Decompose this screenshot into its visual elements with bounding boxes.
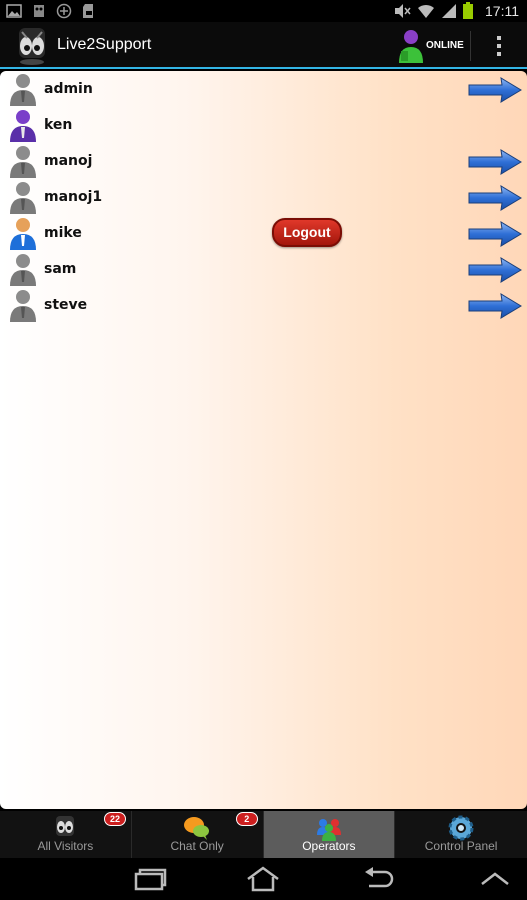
signal-icon bbox=[442, 3, 456, 18]
tab-label: Control Panel bbox=[424, 839, 498, 853]
app-logo-icon bbox=[19, 28, 45, 65]
arrow-right-icon[interactable] bbox=[468, 185, 522, 211]
operator-name: ken bbox=[44, 117, 73, 133]
operator-row[interactable]: sam bbox=[0, 251, 527, 287]
chat-bubbles-icon bbox=[184, 817, 210, 840]
operator-name: admin bbox=[44, 81, 93, 97]
operator-row[interactable]: ken bbox=[0, 107, 527, 143]
battery-icon bbox=[463, 2, 473, 19]
status-bar: 17:11 bbox=[0, 0, 527, 22]
tab-all-visitors[interactable]: 22 All Visitors bbox=[0, 811, 132, 858]
overflow-menu-icon[interactable] bbox=[492, 34, 506, 58]
operator-list-panel: admin ken manoj manoj1 mike sam steve Logout bbox=[0, 71, 527, 809]
operator-name: manoj1 bbox=[44, 189, 103, 205]
operator-name: sam bbox=[44, 261, 77, 277]
visitors-icon bbox=[56, 816, 75, 836]
chevron-up-icon[interactable] bbox=[478, 866, 512, 892]
operator-list: admin ken manoj manoj1 mike sam steve bbox=[0, 71, 527, 323]
operator-avatar-icon bbox=[10, 146, 36, 178]
operator-avatar-icon bbox=[10, 182, 36, 214]
arrow-right-icon[interactable] bbox=[468, 257, 522, 283]
tab-control-panel[interactable]: Control Panel bbox=[395, 811, 527, 858]
tab-label: Operators bbox=[302, 839, 356, 853]
operator-avatar-icon bbox=[10, 218, 36, 250]
operator-row[interactable]: manoj1 bbox=[0, 179, 527, 215]
visitors-count-badge: 22 bbox=[104, 812, 127, 826]
action-bar-divider bbox=[470, 31, 471, 61]
sd-card-icon bbox=[83, 4, 93, 18]
operator-name: steve bbox=[44, 297, 88, 313]
operators-icon bbox=[316, 819, 341, 841]
app-notification-icon bbox=[34, 5, 44, 17]
logout-button[interactable]: Logout bbox=[272, 218, 342, 247]
tab-label: All Visitors bbox=[37, 839, 94, 853]
operator-avatar-icon bbox=[10, 74, 36, 106]
back-icon[interactable] bbox=[361, 866, 395, 892]
operator-row[interactable]: steve bbox=[0, 287, 527, 323]
app-title: Live2Support bbox=[57, 36, 152, 53]
operator-name: mike bbox=[44, 225, 82, 241]
system-icons: 17:11 bbox=[393, 2, 519, 19]
add-circle-icon bbox=[56, 3, 72, 19]
operator-avatar-icon bbox=[10, 290, 36, 322]
mute-icon bbox=[395, 3, 411, 18]
wifi-icon bbox=[418, 4, 434, 18]
action-bar: Live2Support ONLINE bbox=[0, 22, 527, 69]
tab-operators[interactable]: Operators bbox=[263, 811, 396, 858]
system-nav-bar bbox=[0, 858, 527, 900]
notification-icons bbox=[6, 3, 97, 19]
home-icon[interactable] bbox=[246, 866, 280, 892]
tab-chat-only[interactable]: 2 Chat Only bbox=[132, 811, 264, 858]
chat-count-badge: 2 bbox=[235, 812, 258, 826]
arrow-right-icon[interactable] bbox=[468, 77, 522, 103]
gallery-icon bbox=[6, 4, 22, 18]
tab-label: Chat Only bbox=[170, 839, 224, 853]
arrow-right-icon[interactable] bbox=[468, 149, 522, 175]
arrow-right-icon[interactable] bbox=[468, 293, 522, 319]
recent-apps-icon[interactable] bbox=[133, 866, 167, 892]
gear-icon bbox=[448, 815, 474, 841]
online-status-label[interactable]: ONLINE bbox=[426, 40, 464, 51]
bottom-tab-bar: 22 All Visitors 2 Chat Only Operators Co… bbox=[0, 811, 527, 858]
operator-name: manoj bbox=[44, 153, 93, 169]
operator-row[interactable]: manoj bbox=[0, 143, 527, 179]
clock: 17:11 bbox=[485, 2, 519, 19]
operator-avatar-icon bbox=[10, 110, 36, 142]
operator-row[interactable]: admin bbox=[0, 71, 527, 107]
operator-row[interactable]: mike bbox=[0, 215, 527, 251]
arrow-right-icon[interactable] bbox=[468, 221, 522, 247]
operator-avatar-icon bbox=[10, 254, 36, 286]
online-operator-icon[interactable] bbox=[397, 27, 423, 65]
